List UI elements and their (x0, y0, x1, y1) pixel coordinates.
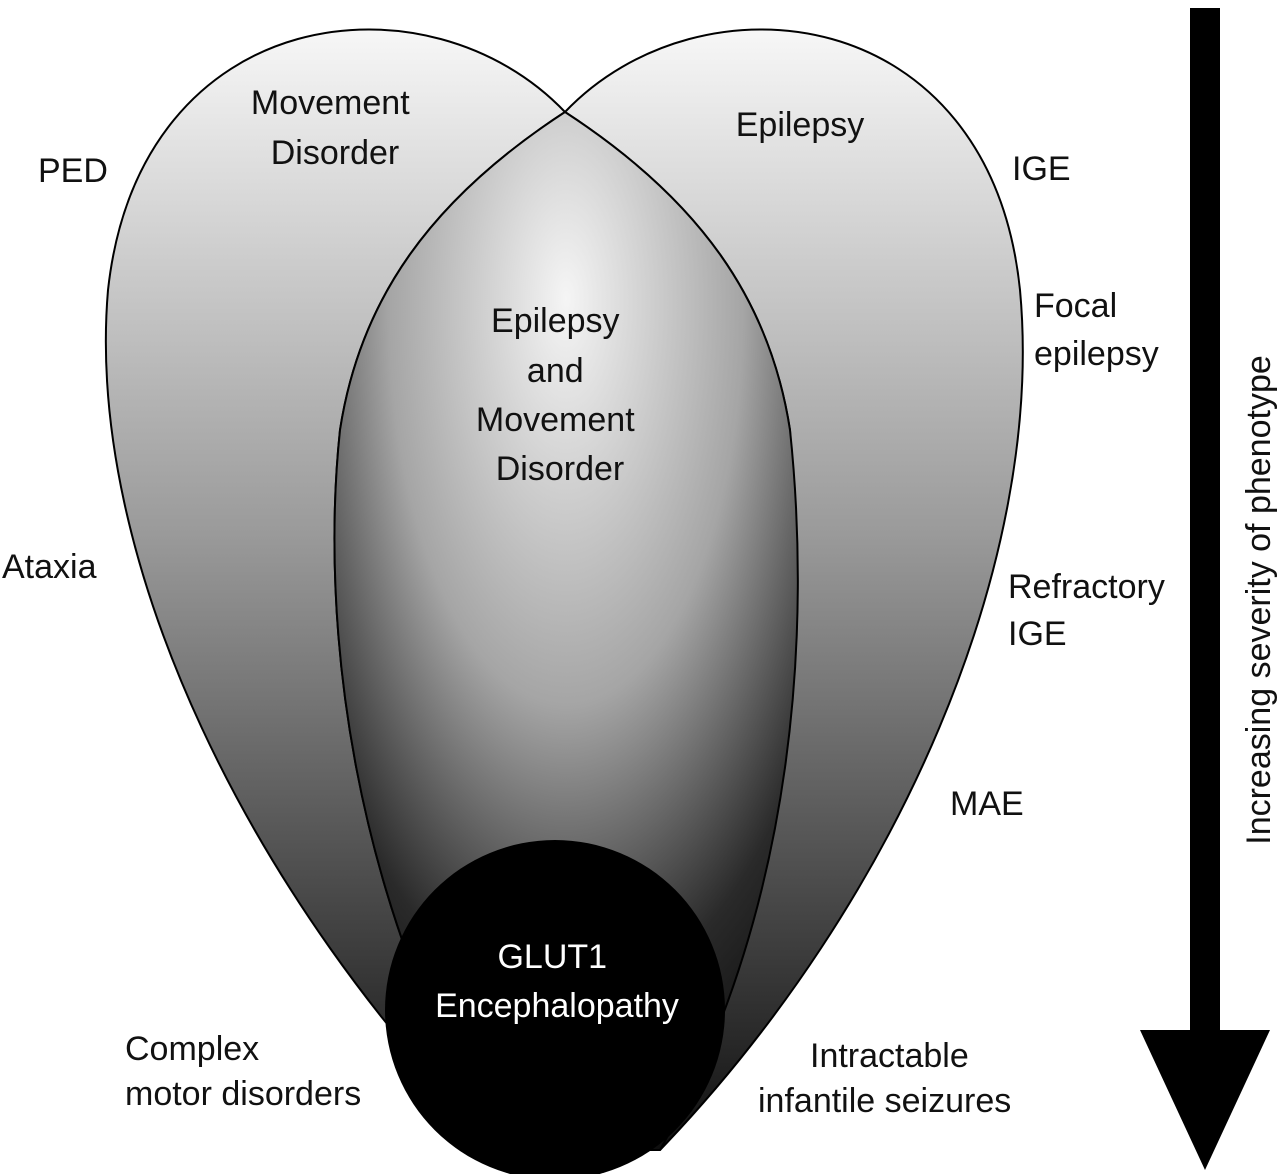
ige-label: IGE (1012, 150, 1071, 188)
severity-axis-label: Increasing severity of phenotype (1240, 355, 1278, 845)
glut1-encephalopathy-circle (385, 840, 725, 1174)
glut1-title: GLUT1 Encephalopathy (435, 938, 679, 1025)
severity-arrow-head (1140, 1030, 1270, 1170)
severity-arrow-shaft (1190, 8, 1220, 1048)
complex-motor-label: Complex motor disorders (125, 1030, 361, 1113)
ped-label: PED (38, 152, 108, 190)
severity-arrow (1140, 8, 1270, 1170)
refractory-ige-label: Refractory IGE (1008, 568, 1174, 653)
mae-label: MAE (950, 785, 1024, 823)
movement-disorder-title: Movement Disorder (251, 84, 419, 172)
ataxia-label: Ataxia (2, 548, 97, 586)
overlap-title: Epilepsy and Movement Disorder (476, 302, 644, 488)
intractable-seizures-label: Intractable infantile seizures (758, 1037, 1011, 1120)
focal-epilepsy-label: Focal epilepsy (1034, 287, 1159, 373)
epilepsy-title: Epilepsy (736, 106, 865, 144)
